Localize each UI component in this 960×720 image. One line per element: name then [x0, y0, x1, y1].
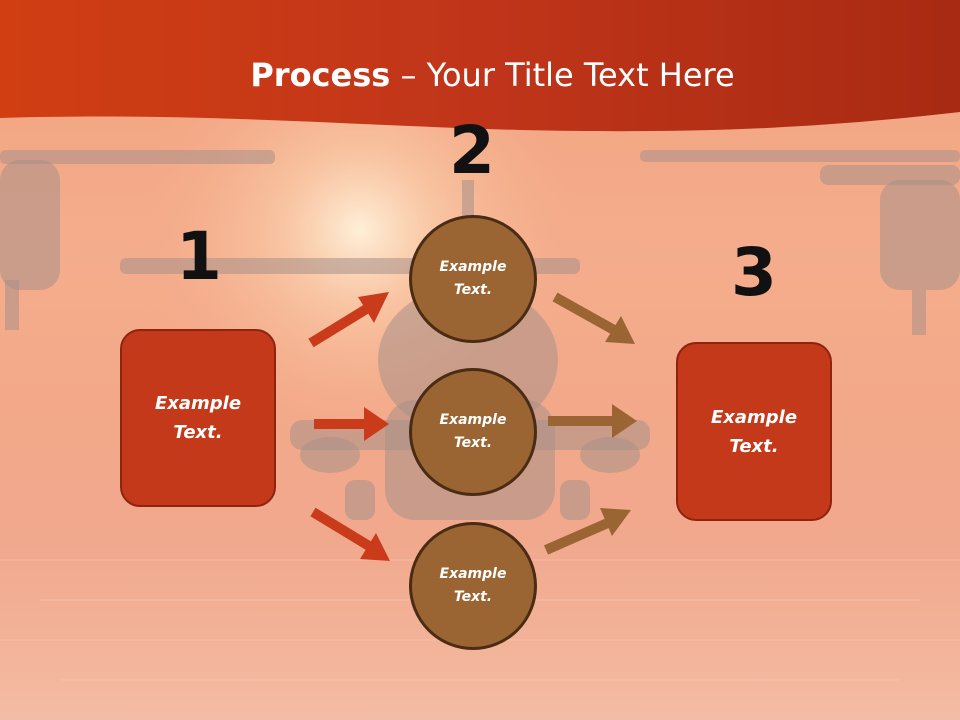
step-1-box: Example Text. [120, 329, 276, 507]
step-2-circle-middle: Example Text. [409, 368, 537, 496]
title-banner [0, 0, 960, 132]
step-number-3: 3 [731, 234, 777, 311]
step-1-text: Example Text. [154, 393, 242, 443]
step-2-circle-middle-text: Example Text. [439, 412, 507, 451]
step-3-text: Example Text. [710, 406, 798, 457]
step-number-2: 2 [449, 112, 495, 189]
step-2-circle-bottom: Example Text. [409, 522, 537, 650]
arrow-to-circle-bottom [310, 507, 390, 561]
step-number-1: 1 [176, 218, 222, 295]
step-3-box: Example Text. [676, 342, 832, 521]
title-rest: – Your Title Text Here [390, 56, 735, 94]
step-2-circle-bottom-text: Example Text. [439, 566, 507, 605]
arrow-to-circle-top [308, 292, 389, 348]
step-2-circle-top-text: Example Text. [439, 259, 507, 298]
step-2-circle-top: Example Text. [409, 215, 537, 343]
title-bold: Process [250, 56, 391, 94]
slide-title: Process – Your Title Text Here [0, 52, 960, 98]
arrow-to-circle-middle [314, 407, 389, 441]
arrow-from-circle-top [552, 292, 635, 344]
arrow-from-circle-bottom [543, 508, 631, 555]
arrow-from-circle-middle [548, 404, 637, 438]
